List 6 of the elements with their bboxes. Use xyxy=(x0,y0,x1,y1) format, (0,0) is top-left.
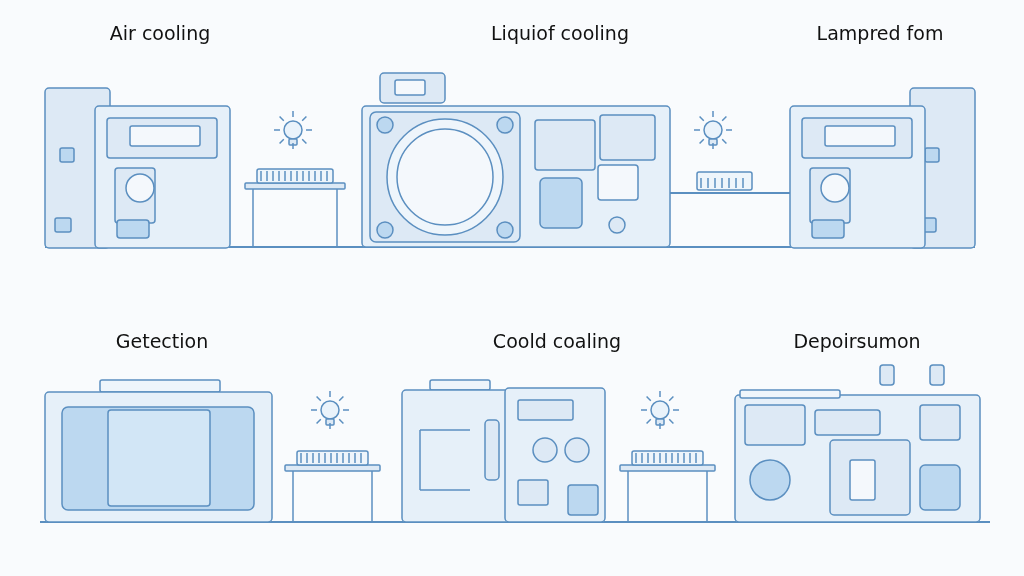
section-heading: Liquiof cooling xyxy=(491,22,629,44)
section-heading: Getection xyxy=(115,330,209,352)
section-heading: Air cooling xyxy=(109,22,211,44)
section-heading: Depoirsumon xyxy=(793,330,921,352)
section-heading: Coold coaling xyxy=(492,330,622,352)
section-heading: Lampred fom xyxy=(816,22,944,44)
